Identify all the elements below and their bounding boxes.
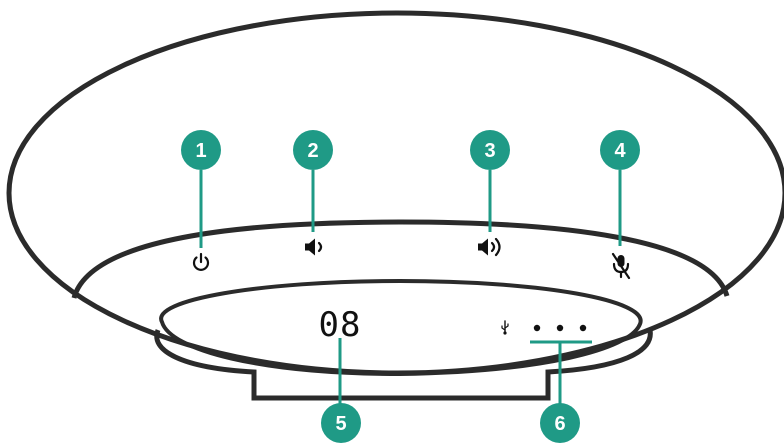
callout-1: 1 xyxy=(181,130,221,170)
volume-up-icon[interactable] xyxy=(478,237,501,257)
display-panel xyxy=(159,278,643,377)
callout-6: 6 xyxy=(540,403,580,443)
callout-2: 2 xyxy=(293,130,333,170)
power-icon[interactable] xyxy=(192,252,210,271)
svg-text:2: 2 xyxy=(307,140,318,162)
base-stand xyxy=(154,329,653,401)
callout-5: 5 xyxy=(321,403,361,443)
outer-shell xyxy=(6,10,784,376)
usb-icon xyxy=(501,320,509,335)
mic-mute-icon[interactable] xyxy=(611,252,631,280)
device-body xyxy=(6,10,784,401)
display-readout: 08 xyxy=(319,305,362,345)
status-indicators xyxy=(501,320,587,335)
callout-3: 3 xyxy=(470,130,510,170)
status-dot-2 xyxy=(556,324,564,332)
status-dot-3 xyxy=(579,324,587,332)
svg-text:5: 5 xyxy=(335,413,346,435)
svg-text:3: 3 xyxy=(484,140,495,162)
callout-4: 4 xyxy=(600,130,640,170)
volume-down-icon[interactable] xyxy=(305,238,323,256)
svg-text:1: 1 xyxy=(195,140,206,162)
control-ring xyxy=(71,219,730,299)
leader-lines xyxy=(199,170,622,406)
status-dot-1 xyxy=(533,324,541,332)
svg-text:6: 6 xyxy=(554,413,565,435)
svg-text:4: 4 xyxy=(614,140,626,162)
